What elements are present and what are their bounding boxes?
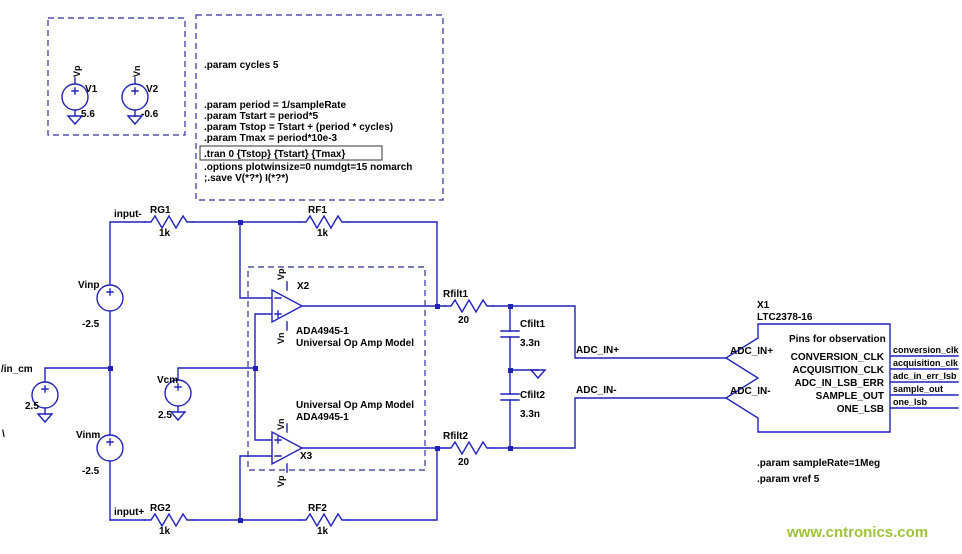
- voltage-source-vcm[interactable]: [164, 379, 192, 407]
- adc-pin-label-0: CONVERSION_CLK: [791, 352, 885, 363]
- net-label-adc-in-plus[interactable]: ADC_IN+: [576, 345, 619, 356]
- voltage-source-v2[interactable]: [121, 83, 149, 111]
- v1-rail-label[interactable]: Vp: [72, 65, 82, 77]
- rfilt1-refdes: Rfilt1: [443, 289, 468, 300]
- x3-rail-bottom-label: Vp: [276, 475, 286, 487]
- cfilt1-refdes: Cfilt1: [520, 319, 545, 330]
- adc-pin-label-1: ACQUISITION_CLK: [792, 365, 884, 376]
- vinp-value: -2.5: [82, 319, 100, 330]
- vin-cm-value: 2.5: [25, 401, 39, 412]
- opamp-x2[interactable]: [271, 288, 304, 324]
- cfilt2-refdes: Cfilt2: [520, 390, 545, 401]
- v1-value: 5.6: [81, 109, 95, 120]
- v2-rail-label[interactable]: Vn: [132, 65, 142, 77]
- adc-pin-in-minus: ADC_IN-: [730, 386, 771, 397]
- v2-refdes: V2: [146, 84, 159, 95]
- voltage-source-vinm[interactable]: [96, 434, 124, 462]
- voltage-source-vin-cm[interactable]: [31, 381, 59, 409]
- rg2-value: 1k: [159, 526, 171, 537]
- directive-vref[interactable]: .param vref 5: [757, 474, 820, 485]
- ground-v2: [126, 115, 144, 126]
- vin-cm-refdes: /in_cm: [1, 364, 33, 375]
- ground-v1: [66, 115, 84, 126]
- adc-pin-in-plus: ADC_IN+: [730, 346, 773, 357]
- resistor-rfilt2[interactable]: [444, 440, 494, 456]
- net-label-adc-in-minus[interactable]: ADC_IN-: [576, 385, 617, 396]
- adc-net-label-4[interactable]: one_lsb: [893, 397, 928, 407]
- directives-dashed-box: [195, 14, 444, 201]
- directive-options[interactable]: .options plotwinsize=0 numdgt=15 nomarch: [204, 162, 412, 173]
- x2-rail-top-label: Vp: [276, 268, 286, 280]
- junction-dots: [108, 220, 513, 523]
- rg1-refdes: RG1: [150, 205, 171, 216]
- adc-symbol[interactable]: [724, 323, 891, 433]
- directive-tstart[interactable]: .param Tstart = period*5: [204, 111, 318, 122]
- rfilt2-value: 20: [458, 457, 470, 468]
- adc-net-label-1[interactable]: acquisition_clk: [893, 358, 959, 368]
- ground-symbols[interactable]: [36, 115, 547, 424]
- x3-model: ADA4945-1: [296, 412, 349, 423]
- x3-desc: Universal Op Amp Model: [296, 400, 414, 411]
- ground-cfilt: [529, 369, 547, 380]
- net-label-input-minus[interactable]: input-: [114, 209, 142, 220]
- rf1-refdes: RF1: [308, 205, 327, 216]
- resistor-rf2[interactable]: [299, 512, 349, 528]
- adc-part: LTC2378-16: [757, 312, 813, 323]
- cfilt2-value: 3.3n: [520, 409, 540, 420]
- rf1-value: 1k: [317, 228, 329, 239]
- adc-net-label-3[interactable]: sample_out: [893, 384, 943, 394]
- vcm-value: 2.5: [158, 410, 172, 421]
- adc-pin-label-4: ONE_LSB: [837, 404, 884, 415]
- adc-net-label-2[interactable]: adc_in_err_lsb: [893, 371, 957, 381]
- ground-vin-cm: [36, 413, 54, 424]
- wires[interactable]: [44, 77, 959, 521]
- tran-directive-box: [199, 145, 383, 161]
- vinm-value: -2.5: [82, 466, 100, 477]
- directive-tmax[interactable]: .param Tmax = period*10e-3: [204, 133, 338, 144]
- adc-observation-title: Pins for observation: [789, 334, 886, 345]
- rg2-refdes: RG2: [150, 503, 171, 514]
- resistor-rg2[interactable]: [144, 512, 194, 528]
- supply-dashed-box: [47, 17, 186, 136]
- adc-pin-label-3: SAMPLE_OUT: [816, 391, 884, 402]
- rg1-value: 1k: [159, 228, 171, 239]
- x3-refdes: X3: [300, 451, 313, 462]
- vcm-refdes: Vcm: [157, 375, 178, 386]
- rf2-refdes: RF2: [308, 503, 327, 514]
- net-label-input-plus[interactable]: input+: [114, 507, 144, 518]
- x2-model: ADA4945-1: [296, 326, 349, 337]
- adc-net-label-0[interactable]: conversion_clk: [893, 345, 960, 355]
- ground-vcm: [169, 411, 187, 422]
- vinp-refdes: Vinp: [78, 280, 99, 291]
- resistor-rg1[interactable]: [144, 214, 194, 230]
- resistor-rfilt1[interactable]: [444, 298, 494, 314]
- rfilt1-value: 20: [458, 315, 470, 326]
- rf2-value: 1k: [317, 526, 329, 537]
- resistor-rf1[interactable]: [299, 214, 349, 230]
- x3-rail-top-label: Vn: [276, 418, 286, 430]
- x2-refdes: X2: [297, 281, 310, 292]
- voltage-source-v1[interactable]: [61, 83, 89, 111]
- v2-value: -0.6: [141, 109, 159, 120]
- x2-desc: Universal Op Amp Model: [296, 338, 414, 349]
- rfilt2-refdes: Rfilt2: [443, 431, 468, 442]
- voltage-source-vinp[interactable]: [96, 284, 124, 312]
- directive-tran[interactable]: .tran 0 {Tstop} {Tstart} {Tmax}: [204, 149, 345, 160]
- watermark: www.cntronics.com: [786, 524, 928, 541]
- directive-save[interactable]: ;.save V(*?*) I(*?*): [204, 173, 288, 184]
- capacitor-cfilt2[interactable]: [500, 393, 520, 401]
- opamp-x3[interactable]: [271, 430, 304, 466]
- vinm-refdes: Vinm: [76, 430, 100, 441]
- directive-tstop[interactable]: .param Tstop = Tstart + (period * cycles…: [204, 122, 393, 133]
- directive-cycles[interactable]: .param cycles 5: [204, 60, 279, 71]
- directive-period[interactable]: .param period = 1/sampleRate: [204, 100, 346, 111]
- cfilt1-value: 3.3n: [520, 338, 540, 349]
- capacitor-cfilt1[interactable]: [500, 330, 520, 338]
- v1-refdes: V1: [85, 84, 98, 95]
- x2-rail-bottom-label: Vn: [276, 332, 286, 344]
- adc-refdes: X1: [757, 300, 770, 311]
- stray-backslash: \: [2, 429, 5, 440]
- adc-pin-label-2: ADC_IN_LSB_ERR: [795, 378, 885, 389]
- directive-samplerate[interactable]: .param sampleRate=1Meg: [757, 458, 880, 469]
